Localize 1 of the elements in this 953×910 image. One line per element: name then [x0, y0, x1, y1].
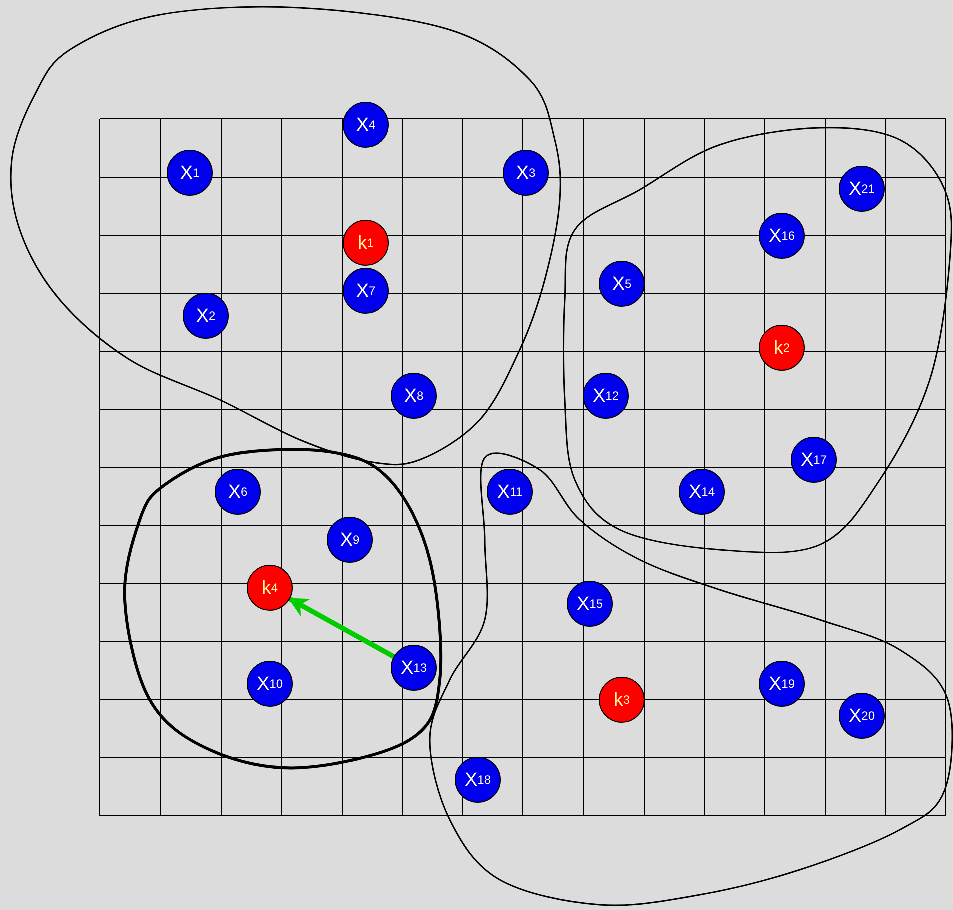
arrow	[288, 596, 396, 660]
